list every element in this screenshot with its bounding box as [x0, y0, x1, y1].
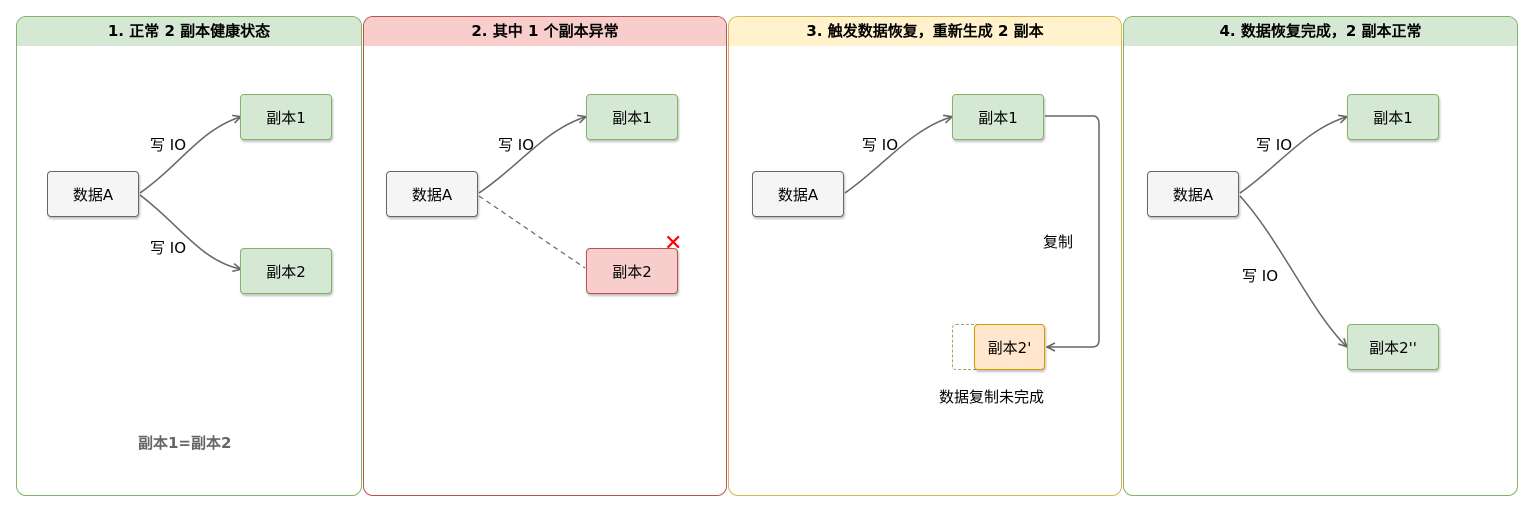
p1-write-label-1: 写 IO [150, 136, 186, 154]
panel-4: 4. 数据恢复完成，2 副本正常 [1123, 16, 1518, 496]
p3-replica2-node[interactable]: 副本2' [974, 324, 1045, 370]
panel-3-title: 3. 触发数据恢复，重新生成 2 副本 [729, 17, 1121, 46]
p2-fail-mark-icon: ✕ [664, 231, 683, 256]
p4-write-label-1: 写 IO [1256, 136, 1292, 154]
p4-replica1-node[interactable]: 副本1 [1347, 94, 1439, 140]
p2-replica1-node[interactable]: 副本1 [586, 94, 678, 140]
panel-3: 3. 触发数据恢复，重新生成 2 副本 [728, 16, 1122, 496]
p3-incomplete-note: 数据复制未完成 [939, 388, 1045, 406]
p2-source-node[interactable]: 数据A [386, 171, 478, 217]
p3-source-node[interactable]: 数据A [752, 171, 844, 217]
p3-replica1-node[interactable]: 副本1 [952, 94, 1044, 140]
p2-replica2-node[interactable]: 副本2 [586, 248, 678, 294]
p1-replica1-node[interactable]: 副本1 [240, 94, 332, 140]
panel-4-title: 4. 数据恢复完成，2 副本正常 [1124, 17, 1517, 46]
p1-write-label-2: 写 IO [150, 239, 186, 257]
p1-replica2-node[interactable]: 副本2 [240, 248, 332, 294]
p2-write-label-1: 写 IO [498, 136, 534, 154]
p3-write-label-1: 写 IO [862, 136, 898, 154]
p3-copy-label: 复制 [1043, 233, 1074, 251]
p4-source-node[interactable]: 数据A [1147, 171, 1239, 217]
panel-1-title: 1. 正常 2 副本健康状态 [17, 17, 361, 46]
p1-source-node[interactable]: 数据A [47, 171, 139, 217]
p4-write-label-2: 写 IO [1242, 267, 1278, 285]
panel-2-title: 2. 其中 1 个副本异常 [364, 17, 726, 46]
p4-replica2-node[interactable]: 副本2'' [1347, 324, 1439, 370]
p1-equality-note: 副本1=副本2 [138, 434, 232, 452]
